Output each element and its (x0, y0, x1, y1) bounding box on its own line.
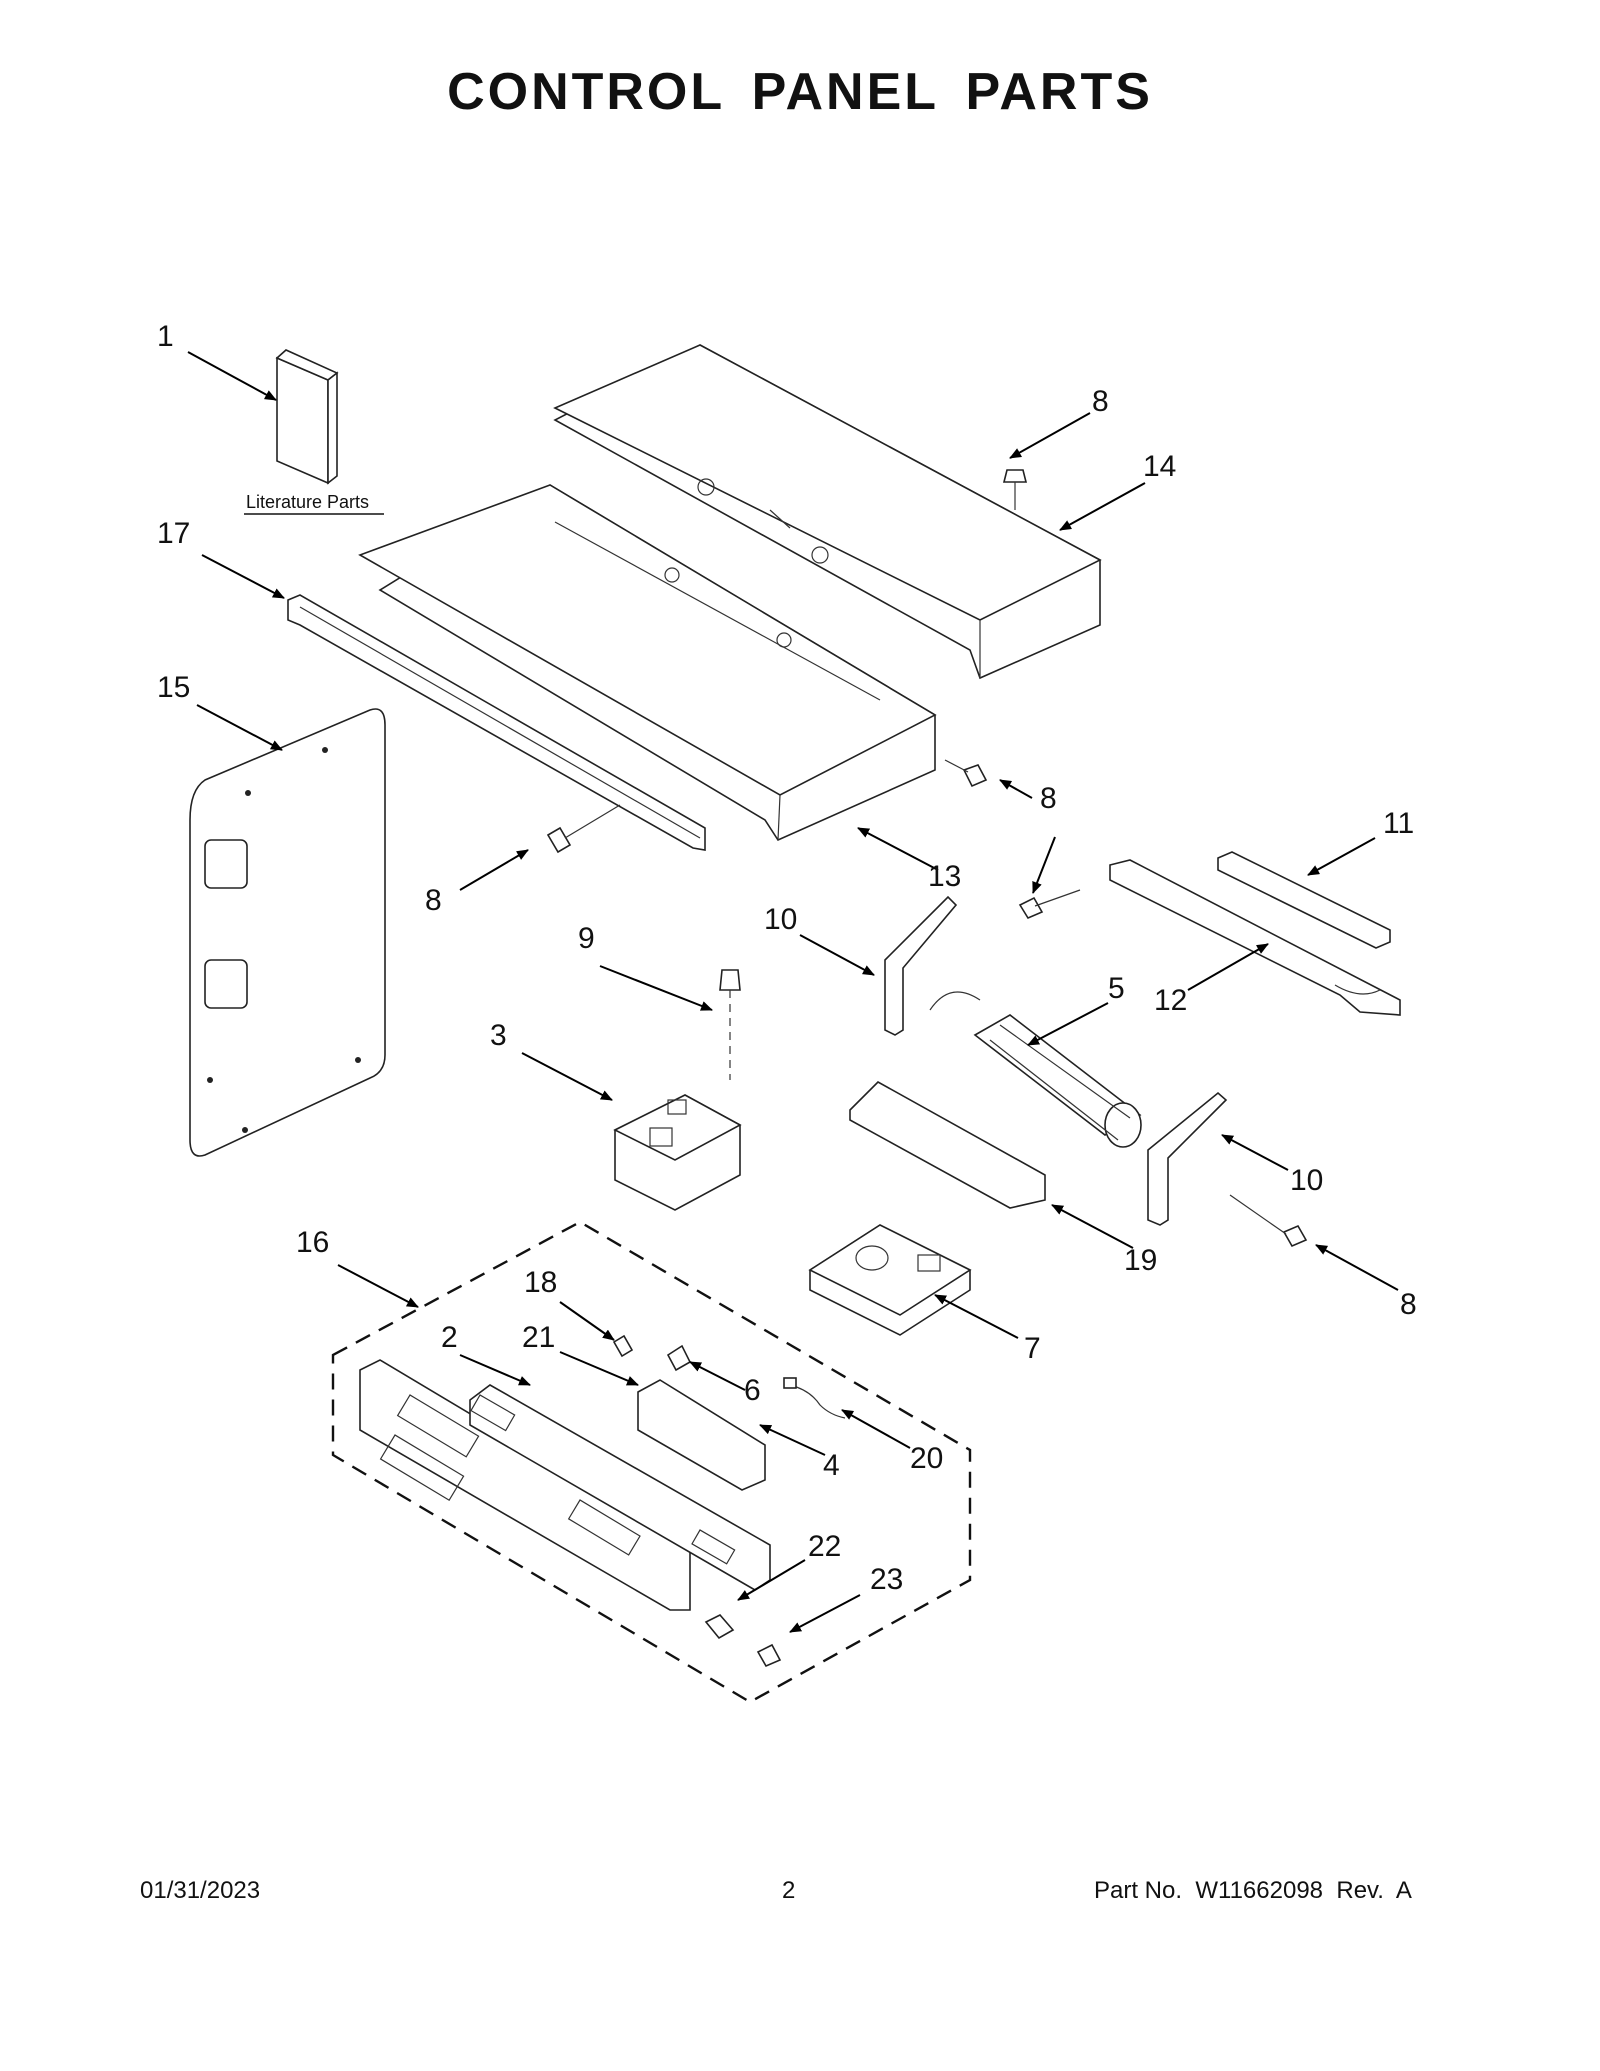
callout-13: 13 (928, 860, 961, 893)
callout-9: 9 (578, 922, 595, 955)
callout-23: 23 (870, 1563, 903, 1596)
literature-booklet-part (244, 349, 384, 515)
callout-21: 21 (522, 1321, 555, 1354)
gasket-part-22 (704, 1614, 735, 1640)
callout-leaders (187, 351, 1399, 1633)
console-glass-part (359, 1359, 691, 1611)
fan-bracket-part (884, 895, 958, 1036)
footer-part-number: Part No. W11662098 Rev. A (1094, 1877, 1412, 1904)
literature-parts-label: Literature Parts (246, 492, 369, 512)
wire-harness-part (783, 1377, 846, 1419)
back-panel-part (189, 708, 386, 1157)
clip-part-6 (666, 1344, 692, 1372)
callout-1: 1 (157, 320, 174, 353)
fan-bracket-part (1147, 1091, 1228, 1226)
blower-fan-part (929, 991, 1142, 1148)
page-title: CONTROL PANEL PARTS (447, 63, 1153, 121)
callout-12: 12 (1154, 984, 1187, 1017)
callout-8: 8 (425, 884, 442, 917)
insulation-strip-part-11 (1217, 851, 1391, 949)
footer-page-number: 2 (782, 1877, 796, 1904)
screw-part-9 (719, 969, 741, 1080)
callout-2: 2 (441, 1321, 458, 1354)
callout-8: 8 (1400, 1288, 1417, 1321)
bracket-part-12 (1109, 859, 1401, 1016)
callout-4: 4 (823, 1449, 840, 1482)
console-assembly-group-outline (331, 1220, 972, 1704)
callout-18: 18 (524, 1266, 557, 1299)
callout-3: 3 (490, 1019, 507, 1052)
long-rail-part (287, 594, 706, 851)
callout-5: 5 (1108, 972, 1125, 1005)
connector-part-18 (612, 1334, 634, 1358)
screw-part (546, 804, 621, 854)
callout-22: 22 (808, 1530, 841, 1563)
screw-part-23 (756, 1643, 782, 1668)
callout-20: 20 (910, 1442, 943, 1475)
callout-17: 17 (157, 517, 190, 550)
callout-8: 8 (1040, 782, 1057, 815)
screw-part (1018, 889, 1081, 920)
callout-16: 16 (296, 1226, 329, 1259)
callout-8: 8 (1092, 385, 1109, 418)
screw-part (1002, 469, 1028, 510)
callout-19: 19 (1124, 1244, 1157, 1277)
chassis-panel-part (358, 484, 937, 842)
callout-10: 10 (1290, 1164, 1323, 1197)
blower-plate-part (849, 1081, 1046, 1209)
callout-6: 6 (744, 1374, 761, 1407)
callout-10: 10 (764, 903, 797, 936)
callout-15: 15 (157, 671, 190, 704)
footer-date: 01/31/2023 (140, 1877, 261, 1904)
callout-14: 14 (1143, 450, 1176, 483)
callout-7: 7 (1024, 1332, 1041, 1365)
screw-part (944, 759, 988, 788)
screw-part (1229, 1194, 1308, 1248)
power-supply-board-part (808, 1224, 972, 1336)
relay-board-part (613, 1094, 742, 1211)
control-board-part (637, 1379, 766, 1491)
upper-cover-part (553, 344, 1102, 680)
callout-11: 11 (1383, 807, 1414, 840)
